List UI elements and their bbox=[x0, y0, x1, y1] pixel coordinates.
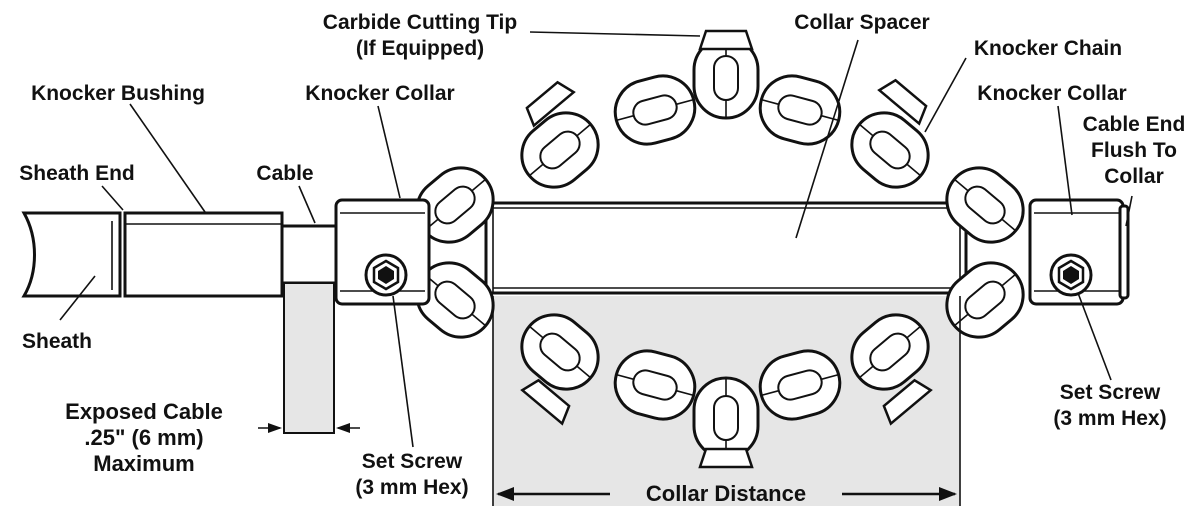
collar-distance-dimension bbox=[492, 296, 961, 506]
sheath bbox=[21, 211, 122, 298]
cable-end-label-line3: Collar bbox=[1104, 165, 1164, 188]
carbide-tip-label-line1: Carbide Cutting Tip bbox=[323, 11, 517, 34]
exposed-cable-dimension bbox=[258, 423, 360, 433]
sheath-end-label: Sheath End bbox=[19, 162, 135, 185]
knocker-chain-label: Knocker Chain bbox=[974, 37, 1122, 60]
carbide-tip-label-line2: (If Equipped) bbox=[356, 37, 484, 60]
set-screw-left-label-line1: Set Screw bbox=[362, 450, 463, 473]
exposed-cable-label-line1: Exposed Cable bbox=[65, 399, 223, 424]
knocker-collar-left-label: Knocker Collar bbox=[305, 82, 454, 105]
arrow-left-icon bbox=[336, 423, 350, 433]
cable bbox=[280, 224, 338, 285]
cable-end-label-line1: Cable End bbox=[1083, 113, 1186, 136]
cable-label: Cable bbox=[256, 162, 313, 185]
collar-distance-label: Collar Distance bbox=[646, 481, 806, 506]
set-screw-right-label-line1: Set Screw bbox=[1060, 381, 1161, 404]
exposed-cable-label-line2: .25" (6 mm) bbox=[84, 425, 203, 450]
exposed-cable-label-line3: Maximum bbox=[93, 451, 194, 476]
arrow-left-icon bbox=[496, 487, 514, 501]
collar-spacer bbox=[484, 201, 968, 295]
knocker-bushing bbox=[123, 211, 284, 298]
hex-socket-screw-icon bbox=[1049, 253, 1093, 297]
knocker-bushing-label: Knocker Bushing bbox=[31, 82, 205, 105]
leader-lines bbox=[59, 31, 1133, 448]
hex-socket-screw-icon bbox=[364, 253, 408, 297]
exposed-cable-gauge bbox=[283, 282, 335, 434]
set-screw-left-label-line2: (3 mm Hex) bbox=[355, 476, 468, 499]
arrow-right-icon bbox=[939, 487, 957, 501]
collar-spacer-label: Collar Spacer bbox=[794, 11, 929, 34]
set-screw-right-label-line2: (3 mm Hex) bbox=[1053, 407, 1166, 430]
knocker-collar-right-label: Knocker Collar bbox=[977, 82, 1126, 105]
cable-end-label-line2: Flush To bbox=[1091, 139, 1177, 162]
arrow-right-icon bbox=[268, 423, 282, 433]
sheath-label: Sheath bbox=[22, 330, 92, 353]
